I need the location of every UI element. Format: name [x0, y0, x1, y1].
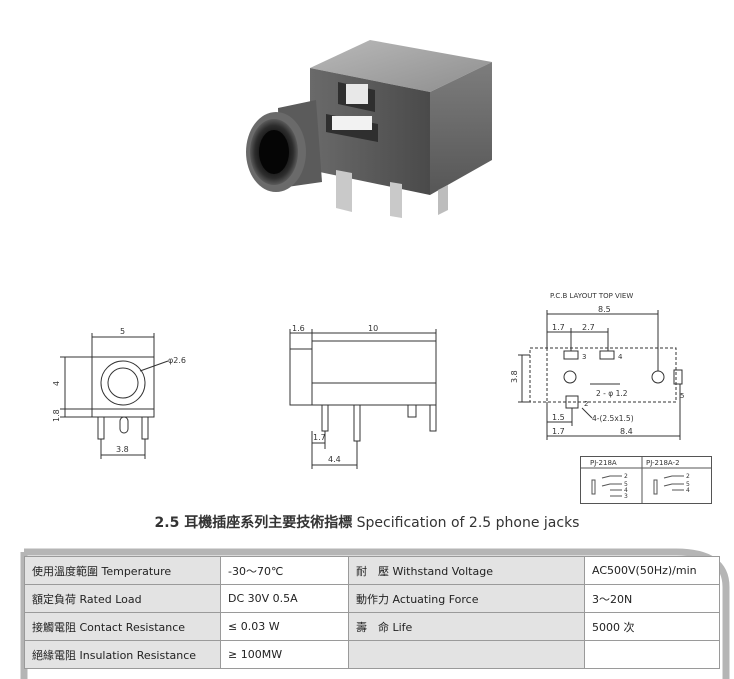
spec-label: 接觸電阻 Contact Resistance — [24, 612, 221, 641]
schematic-2-pin-4: 4 — [686, 487, 690, 494]
spec-label: 耐 壓 Withstand Voltage — [348, 556, 585, 585]
pcb-dim-b: 2.7 — [582, 323, 595, 332]
spec-heading: 2.5 耳機插座系列主要技術指標 Specification of 2.5 ph… — [0, 512, 734, 532]
pcb-pin-label-3: 3 — [582, 353, 586, 361]
table-row: 額定負荷 Rated Load DC 30V 0.5A 動作力 Actuatin… — [24, 584, 720, 613]
pcb-overall-dim: 8.5 — [598, 305, 611, 314]
product-photo — [246, 40, 492, 218]
side-pin1-dim: 1.7 — [313, 433, 326, 442]
schematic-2-pin-5: 5 — [686, 481, 690, 488]
spec-label: 使用溫度範圍 Temperature — [24, 556, 221, 585]
front-pin-span-dim: 3.8 — [116, 445, 129, 454]
pcb-pin-label-4: 4 — [618, 353, 623, 361]
spec-table: 使用溫度範圍 Temperature -30～70℃ 耐 壓 Withstand… — [24, 556, 720, 669]
pcb-left-dim: 1.5 — [552, 413, 565, 422]
pcb-pin-label-2: 2 — [584, 400, 588, 408]
spec-value: DC 30V 0.5A — [220, 584, 349, 613]
pcb-hole-dim: 2 - φ 1.2 — [596, 389, 628, 398]
side-length-dim: 10 — [368, 325, 378, 333]
schematic-1-pin-3: 3 — [624, 493, 628, 500]
front-view-drawing: 5 φ2.6 4 1.8 3.8 — [52, 327, 186, 459]
spec-label: 壽 命 Life — [348, 612, 585, 641]
pcb-pad-dim: 4-(2.5x1.5) — [592, 414, 634, 423]
table-row: 絕緣電阻 Insulation Resistance ≥ 100MW — [24, 640, 720, 669]
spec-label: 絕緣電阻 Insulation Resistance — [24, 640, 221, 669]
spec-value: -30～70℃ — [220, 556, 349, 585]
spec-heading-zh: 2.5 耳機插座系列主要技術指標 — [154, 515, 353, 531]
schematic-1-pin-2: 2 — [624, 473, 628, 480]
pcb-height-dim: 3.8 — [510, 370, 519, 383]
table-row: 使用溫度範圍 Temperature -30～70℃ 耐 壓 Withstand… — [24, 556, 720, 585]
pcb-layout-title: P.C.B LAYOUT TOP VIEW — [550, 292, 633, 300]
pcb-bottom-left-dim: 1.7 — [552, 427, 565, 436]
pcb-bottom-dim: 8.4 — [620, 427, 633, 436]
schematic-model-1: PJ-218A — [590, 459, 617, 467]
spec-label: 額定負荷 Rated Load — [24, 584, 221, 613]
spec-value: 5000 次 — [584, 612, 720, 641]
pcb-layout-drawing: P.C.B LAYOUT TOP VIEW 8.5 1.7 2.7 — [510, 292, 684, 440]
schematic-model-2: PJ-218A-2 — [646, 459, 680, 467]
spec-value: 3～20N — [584, 584, 720, 613]
front-hole-dim: φ2.6 — [168, 356, 186, 365]
schematic-2-pin-2: 2 — [686, 473, 690, 480]
schematic-1-pin-5: 5 — [624, 481, 628, 488]
spec-value — [584, 640, 720, 669]
schematic-diagrams: PJ-218A PJ-218A-2 2 5 4 3 2 5 4 — [580, 456, 712, 504]
table-row: 接觸電阻 Contact Resistance ≤ 0.03 W 壽 命 Lif… — [24, 612, 720, 641]
front-bottom-dim: 1.8 — [52, 409, 61, 422]
spec-value: ≤ 0.03 W — [220, 612, 349, 641]
spec-value: AC500V(50Hz)/min — [584, 556, 720, 585]
pcb-pin-label-5: 5 — [680, 392, 684, 400]
schematic-1-pin-4: 4 — [624, 487, 628, 494]
spec-label: 動作力 Actuating Force — [348, 584, 585, 613]
pcb-dim-a: 1.7 — [552, 323, 565, 332]
spec-value: ≥ 100MW — [220, 640, 349, 669]
side-front-dim: 1.6 — [292, 325, 305, 333]
side-pin2-dim: 4.4 — [328, 455, 341, 464]
spec-heading-en: Specification of 2.5 phone jacks — [352, 515, 580, 531]
front-height-dim: 4 — [52, 381, 61, 386]
side-view-drawing: 1.6 10 1.7 4.4 — [289, 325, 437, 469]
spec-label — [348, 640, 585, 669]
front-width-dim: 5 — [120, 327, 125, 336]
